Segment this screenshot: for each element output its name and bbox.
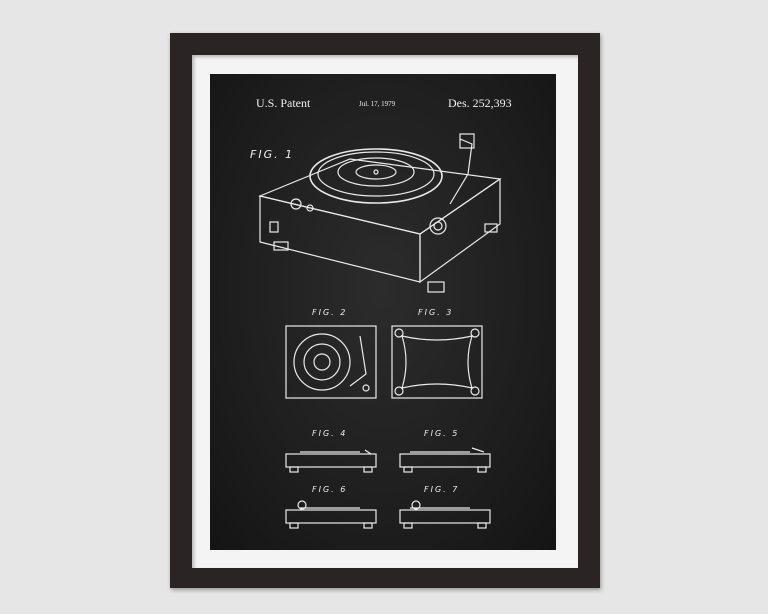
fig-1-turntable-drawing [258, 133, 502, 293]
header-date: Jul. 17, 1979 [359, 100, 396, 108]
fig-4-7-side-view-drawings [285, 447, 491, 529]
fig-3-label: FIG. 3 [418, 308, 454, 317]
turntable-drawings [258, 133, 502, 529]
fig-1-label: FIG. 1 [250, 148, 295, 161]
fig-2-top-view-drawing [285, 325, 377, 399]
header-patent: U.S. Patent [256, 96, 311, 110]
fig-3-bottom-view-drawing [391, 325, 483, 399]
fig-5-label: FIG. 5 [424, 429, 460, 438]
fig-6-label: FIG. 6 [312, 485, 348, 494]
fig-7-label: FIG. 7 [424, 485, 460, 494]
fig-4-label: FIG. 4 [312, 429, 348, 438]
header-patent-number: Des. 252,393 [448, 96, 512, 110]
fig-2-label: FIG. 2 [312, 308, 348, 317]
patent-poster: U.S. Patent Jul. 17, 1979 Des. 252,393 F… [210, 74, 556, 550]
